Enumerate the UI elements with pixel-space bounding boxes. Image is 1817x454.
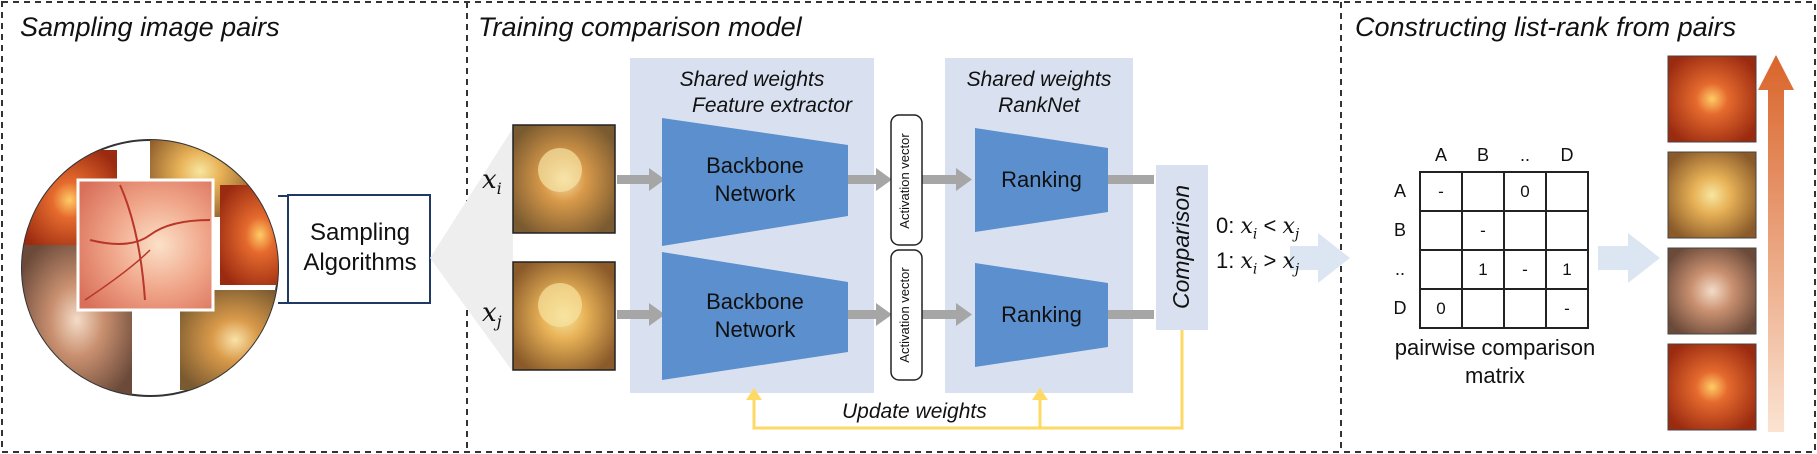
matrix-cell [1462,289,1504,328]
matrix-cell [1420,250,1462,289]
ranking-top-label: Ranking [1001,167,1082,192]
feature-group-line2: Feature extractor [692,94,852,117]
ranking-bottom-label: Ranking [1001,302,1082,327]
backbone-bottom-label: Backbone Network [680,288,830,344]
ranked-image-2 [1667,151,1757,239]
col-header: A [1434,145,1447,165]
arrows-bottom [617,303,1154,326]
matrix-col-headers: A B .. D [1420,145,1588,166]
activation-bottom-label: Activation vector [897,267,912,363]
ranked-image-3 [1667,247,1757,335]
col-header: B [1476,145,1489,165]
ranking-top [975,128,1108,232]
result-line-1: 1: xi > xj [1216,248,1300,278]
backbone-network-bottom [662,252,848,380]
rank-direction-arrow [1758,55,1794,432]
matrix-cell: 1 [1478,260,1488,279]
matrix-row-headers: A B .. D [1388,172,1412,328]
backbone-bottom-line2: Network [714,317,796,342]
matrix-cell: 0 [1436,299,1446,318]
matrix-cell: 0 [1520,182,1530,201]
image-pool [21,139,279,397]
matrix-cell: - [1480,221,1486,240]
update-weights-path [752,330,1184,430]
backbone-top-line2: Network [714,181,796,206]
matrix-cells: - 0 - 1 - 1 0 - [1420,172,1588,328]
input-i-label: xi [482,165,502,199]
ranked-image-1 [1667,55,1757,143]
sampling-algorithms-label: Sampling Algorithms [290,218,430,278]
col-header: D [1560,145,1574,165]
ranking-bottom [975,263,1108,367]
constructing-title: Constructing list-rank from pairs [1355,12,1737,42]
input-j-label: xj [482,298,502,332]
activation-vector-top [890,114,923,246]
matrix-caption-line2: matrix [1465,363,1525,388]
matrix-caption: pairwise comparison matrix [1360,334,1630,390]
backbone-bottom-line1: Backbone [706,289,804,314]
arrow-to-ranked-list [1598,233,1660,283]
training-title: Training comparison model [478,12,802,42]
rank-group-line2: RankNet [998,94,1080,117]
matrix-cell: - [1522,260,1528,279]
sampling-label-line2: Algorithms [303,249,417,276]
backbone-top-line1: Backbone [706,153,804,178]
backbone-top-label: Backbone Network [680,152,830,208]
matrix-cell: - [1564,299,1570,318]
feature-group-line1: Shared weights [679,68,825,91]
matrix-cell [1546,172,1588,211]
sampling-title: Sampling image pairs [20,12,280,42]
matrix-caption-line1: pairwise comparison [1394,335,1596,360]
ranknet-group-label: Shared weights RankNet [945,67,1133,119]
matrix-cell: 1 [1562,260,1572,279]
comparison-box [1156,165,1208,330]
update-weights-label: Update weights [842,400,987,423]
activation-vector-bottom [890,249,923,381]
arrow-to-matrix [1290,233,1350,283]
matrix-cell [1462,172,1504,211]
result-line-0: 0: xi < xj [1216,213,1300,243]
activation-top-label: Activation vector [897,133,912,229]
sampling-label-line1: Sampling [309,219,411,246]
col-header: .. [1519,145,1530,165]
ranked-image-4 [1667,343,1757,431]
row-header: A [1393,181,1406,201]
matrix-cell [1420,211,1462,250]
rank-group-line1: Shared weights [966,68,1112,91]
arrows-top [617,168,1154,191]
comparison-label: Comparison [1168,185,1194,309]
backbone-network-top [662,118,848,246]
matrix-cell [1546,211,1588,250]
matrix-cell [1504,211,1546,250]
funnel [430,128,513,372]
row-header: B [1393,220,1406,240]
feature-group-label: Shared weights Feature extractor [630,67,874,119]
sampling-algorithms-box [287,194,431,304]
comparison-matrix-grid [1419,171,1589,329]
row-header: .. [1394,259,1405,279]
matrix-cell [1504,289,1546,328]
input-image-j [512,261,616,371]
row-header: D [1393,298,1407,318]
matrix-cell: - [1438,182,1444,201]
